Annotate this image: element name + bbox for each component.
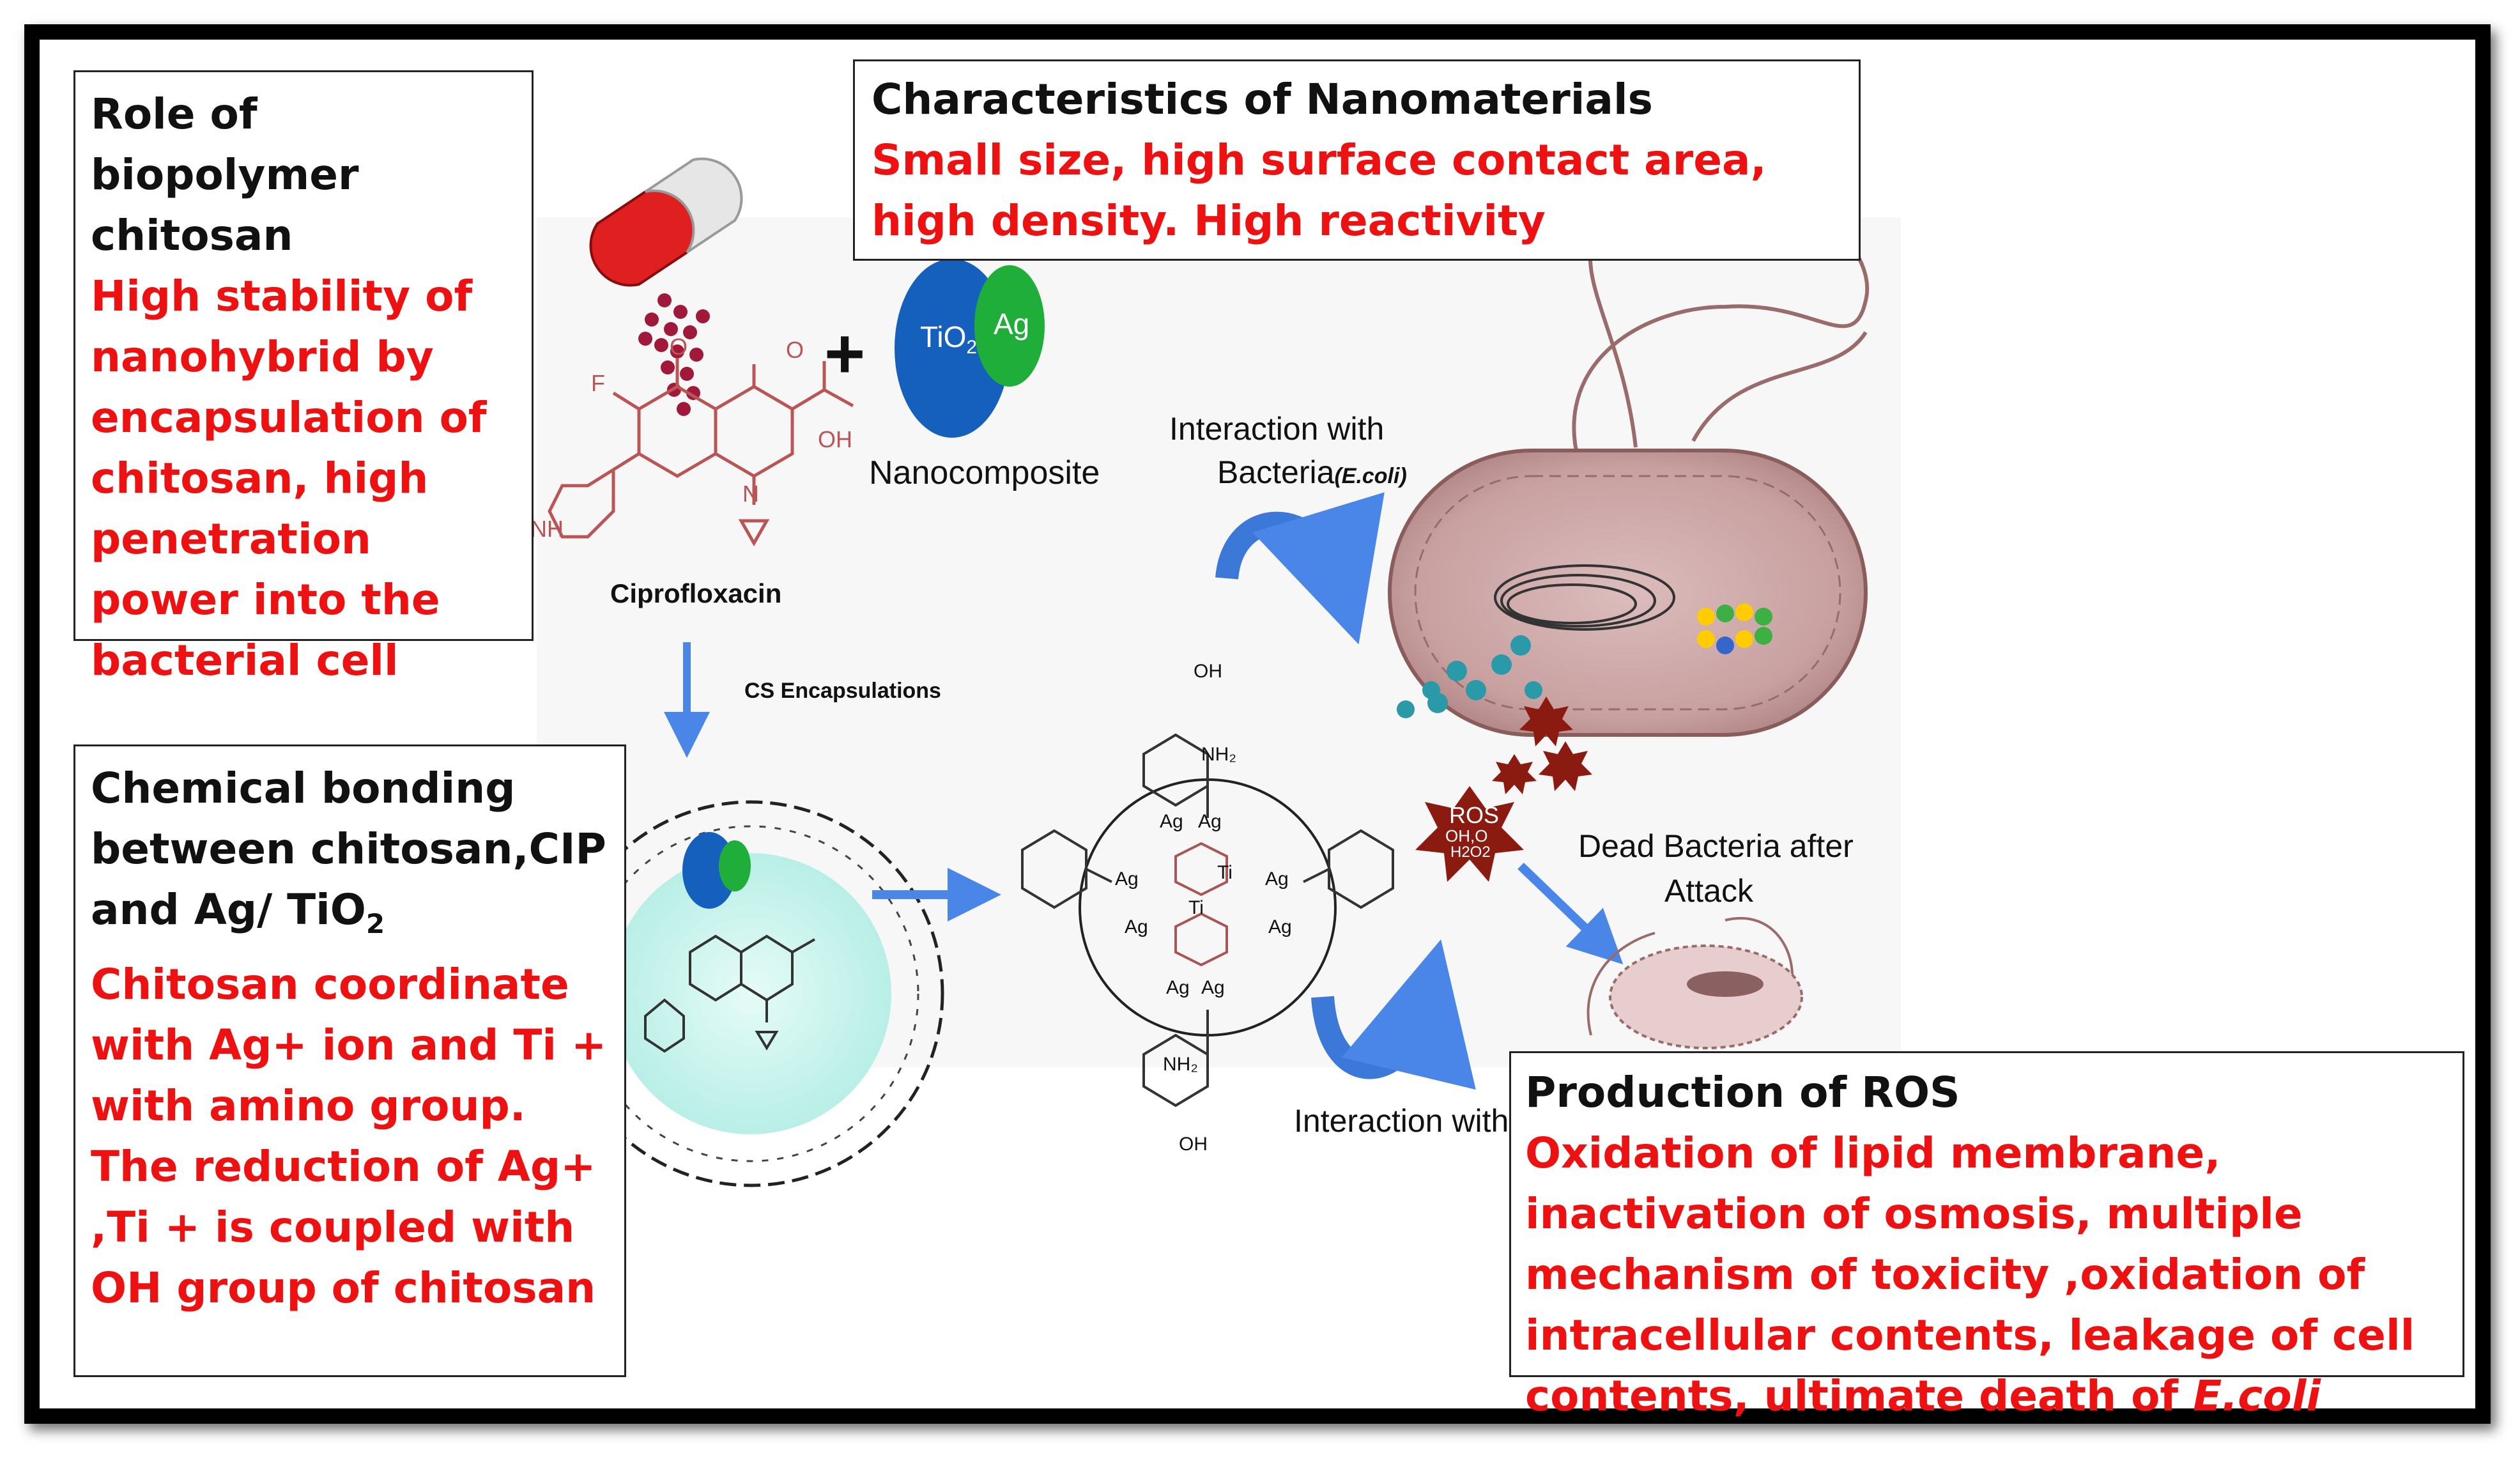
ciprofloxacin-label: Ciprofloxacin — [610, 578, 782, 608]
nanomaterials-box: Characteristics of Nanomaterials Small s… — [853, 59, 1861, 261]
complex-ag-6: Ag — [1268, 916, 1292, 937]
interaction-bacteria-text: Bacteria — [1217, 454, 1335, 490]
sugar-oh-bottom: OH — [1179, 1134, 1208, 1155]
chemical-bonding-heading-sub: 2 — [365, 908, 385, 940]
complex-ag-5: Ag — [1125, 916, 1148, 937]
mol-label-f: F — [591, 370, 605, 396]
interaction-label-top-line1: Interaction with — [1169, 411, 1385, 447]
ros-production-body: Oxidation of lipid membrane, inactivatio… — [1525, 1123, 2448, 1426]
nanomaterials-body: Small size, high surface contact area, h… — [872, 135, 1767, 245]
tio2-label-text: TiO — [920, 320, 967, 353]
ros-species-label: OH,O — [1445, 826, 1488, 845]
mol-label-o2: O — [786, 337, 804, 363]
cs-encapsulations-label: CS Encapsulations — [744, 679, 941, 703]
interaction-label-top-line2: Bacteria(E.coli) — [1217, 454, 1407, 491]
coordination-complex — [1021, 733, 1394, 1107]
ag-label: Ag — [994, 307, 1030, 341]
dead-bacteria-label-line1: Dead Bacteria after — [1578, 828, 1854, 864]
nanocomposite-label: Nanocomposite — [869, 454, 1100, 491]
mol-label-nh: NH — [530, 516, 564, 542]
ros-star-label: ROS — [1449, 802, 1500, 828]
chitosan-role-body: High stability of nanohybrid by encapsul… — [91, 272, 487, 685]
chemical-bonding-heading-line2: and Ag/ TiO2 — [91, 879, 609, 954]
arrow-dead — [1517, 862, 1624, 965]
plus-sign: + — [824, 314, 866, 393]
curved-arrow-bottom — [1311, 939, 1476, 1090]
dead-bacterium — [1587, 916, 1803, 1049]
tio2-label: TiO2 — [920, 320, 977, 358]
chemical-bonding-body: Chitosan coordinate with Ag+ ion and Ti … — [91, 960, 607, 1313]
chemical-bonding-box: Chemical bonding between chitosan,CIP an… — [73, 744, 626, 1377]
complex-ti-1: Ti — [1217, 862, 1233, 883]
chemical-bonding-heading-line1: Chemical bonding between chitosan,CIP — [91, 764, 606, 874]
ros-production-body-text: Oxidation of lipid membrane, inactivatio… — [1525, 1129, 2415, 1421]
capsule-icon — [589, 157, 743, 416]
interaction-ecoli-italic: (E.coli) — [1334, 464, 1407, 488]
mol-label-oh: OH — [818, 426, 852, 452]
complex-ag-7: Ag — [1166, 977, 1190, 998]
mol-label-n: N — [742, 481, 759, 507]
sugar-oh-top: OH — [1194, 661, 1222, 682]
ros-production-heading: Production of ROS — [1525, 1068, 1960, 1117]
tio2-label-sub: 2 — [966, 337, 978, 358]
chitosan-capsule — [557, 800, 944, 1187]
complex-ag-8: Ag — [1201, 977, 1225, 998]
ciprofloxacin-structure — [548, 358, 854, 547]
chitosan-role-heading: Role of biopolymer chitosan — [91, 89, 359, 260]
mol-label-o1: O — [670, 334, 688, 360]
complex-ag-3: Ag — [1115, 868, 1139, 890]
curved-arrow-top — [1215, 492, 1385, 645]
chemical-bonding-heading-text: and Ag/ TiO — [91, 885, 366, 934]
ros-production-box: Production of ROS Oxidation of lipid mem… — [1509, 1051, 2464, 1421]
ros-h2o2-label: H2O2 — [1450, 844, 1491, 861]
complex-ag-4: Ag — [1265, 868, 1289, 890]
chitosan-role-box: Role of biopolymer chitosan High stabili… — [73, 70, 534, 685]
ros-burst — [1415, 697, 1592, 882]
ros-production-body-italic: E.coli — [2193, 1371, 2321, 1421]
sugar-nh2-top: NH₂ — [1201, 744, 1236, 765]
dead-bacteria-label-line2: Attack — [1664, 873, 1753, 909]
interaction-label-bottom: Interaction with — [1294, 1103, 1509, 1139]
complex-ti-2: Ti — [1188, 897, 1204, 918]
sugar-nh2-bottom: NH₂ — [1163, 1054, 1198, 1075]
ag-sphere — [974, 265, 1045, 387]
complex-ag-1: Ag — [1160, 811, 1183, 832]
nanomaterials-heading: Characteristics of Nanomaterials — [872, 75, 1653, 124]
complex-ag-2: Ag — [1198, 811, 1222, 832]
